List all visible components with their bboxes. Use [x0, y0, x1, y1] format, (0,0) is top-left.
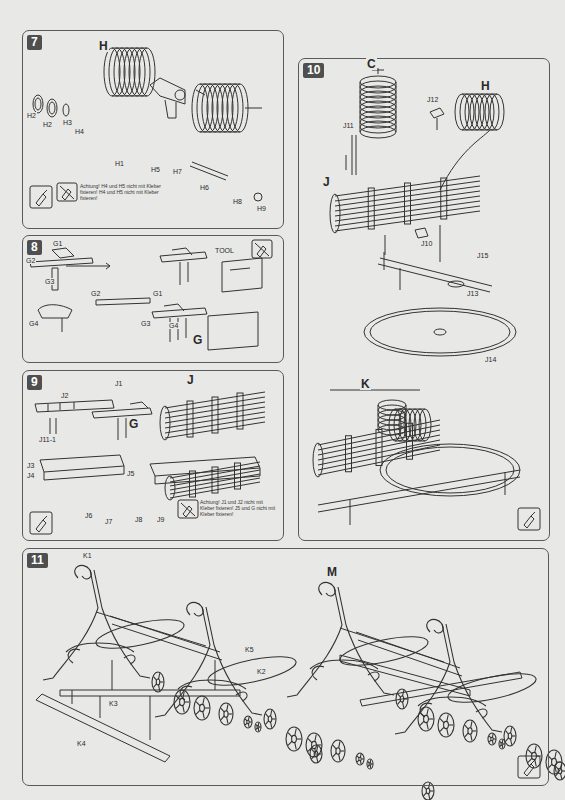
part-label: J15: [476, 252, 489, 259]
part-label: J12: [426, 96, 439, 103]
part-label: J11-1: [38, 436, 57, 443]
part-label: G2: [25, 257, 36, 264]
step-number: 10: [303, 63, 324, 78]
part-label: J2: [60, 392, 69, 399]
assembly-letter: G: [192, 334, 203, 346]
part-label: H5: [150, 166, 161, 173]
part-label: G3: [140, 320, 151, 327]
part-label: J11: [342, 122, 355, 129]
part-label: G4: [28, 320, 39, 327]
part-label: H2: [42, 121, 53, 128]
part-label: J13: [466, 290, 479, 297]
part-label: H6: [199, 184, 210, 191]
part-label: J3: [26, 462, 35, 469]
step-number: 7: [27, 35, 42, 50]
part-label: G2: [90, 290, 101, 297]
part-label: K1: [82, 552, 93, 559]
part-label: K4: [76, 740, 87, 747]
part-label: J4: [26, 472, 35, 479]
warning-note: Achtung! H4 und H5 nicht mit Kleber fixi…: [80, 184, 172, 201]
part-label: J9: [156, 516, 165, 523]
part-label: J6: [84, 512, 93, 519]
part-label: H2: [26, 112, 37, 119]
assembly-letter: M: [326, 566, 338, 578]
part-label: G1: [52, 240, 63, 247]
assembly-letter: J: [322, 176, 331, 188]
step-panel: 10: [298, 58, 550, 541]
part-label: K2: [256, 668, 267, 675]
part-label: TOOL: [214, 247, 235, 254]
part-label: K3: [108, 700, 119, 707]
warning-note: Achtung! J1 und J2 nicht mit Kleber fixi…: [200, 500, 278, 517]
assembly-letter: H: [480, 80, 491, 92]
part-label: J7: [104, 518, 113, 525]
part-label: J8: [134, 516, 143, 523]
part-label: H4: [74, 128, 85, 135]
part-label: G3: [44, 278, 55, 285]
part-label: G4: [168, 322, 179, 329]
part-label: H8: [232, 198, 243, 205]
part-label: J5: [126, 470, 135, 477]
part-label: K5: [244, 646, 255, 653]
assembly-letter: G: [128, 418, 139, 430]
assembly-letter: H: [98, 40, 109, 52]
step-number: 8: [27, 240, 42, 255]
step-number: 11: [27, 553, 48, 568]
part-label: G1: [152, 290, 163, 297]
step-number: 9: [27, 375, 42, 390]
part-label: H1: [114, 160, 125, 167]
step-panel: 11: [22, 548, 549, 786]
part-label: H9: [256, 205, 267, 212]
part-label: J14: [484, 356, 497, 363]
assembly-letter: C: [366, 58, 377, 70]
part-label: H3: [62, 119, 73, 126]
part-label: J10: [420, 240, 433, 247]
part-label: H7: [172, 168, 183, 175]
assembly-letter: K: [360, 378, 371, 390]
part-label: J1: [114, 380, 123, 387]
step-panel: 8: [22, 235, 284, 363]
assembly-letter: J: [186, 374, 195, 386]
